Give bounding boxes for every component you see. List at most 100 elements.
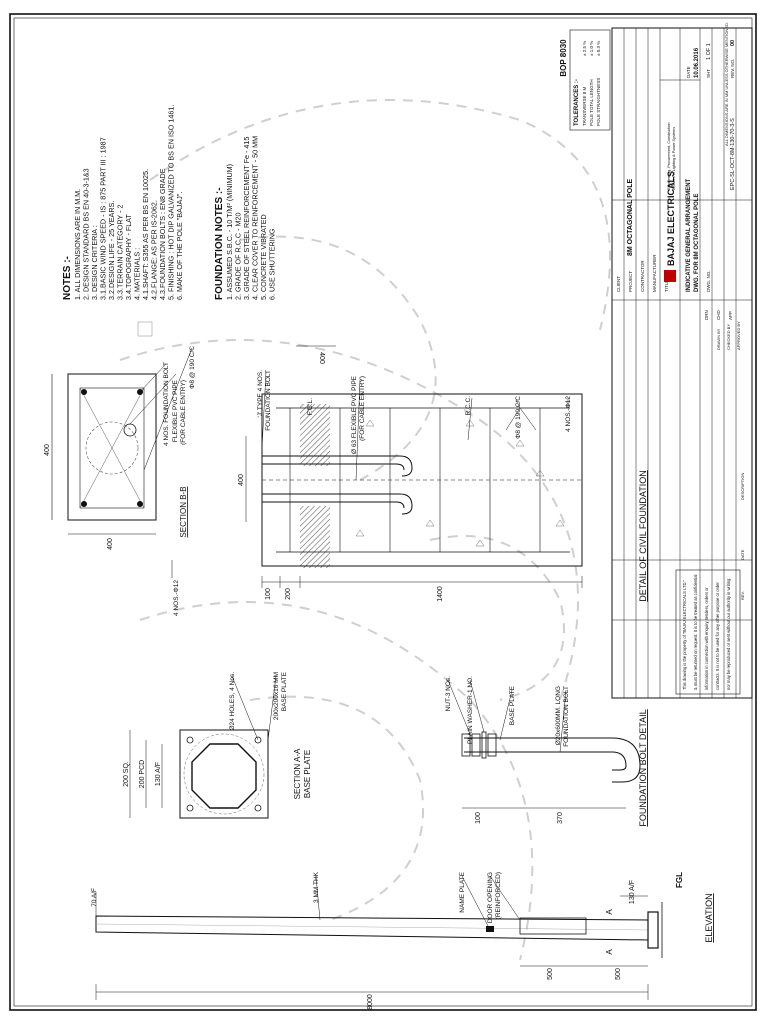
- watermark: [119, 99, 611, 961]
- civil-title: DETAIL OF CIVIL FOUNDATION: [638, 470, 648, 602]
- foundation-note-line: 4. CLEAR COVER TO REINFORCEMENT - 50 MM: [251, 136, 260, 300]
- base-title-1: SECTION A-A: [293, 748, 302, 799]
- bolt-dim-100: 100: [475, 812, 482, 824]
- outer-border: [9, 13, 757, 1011]
- civil-stirrup: Φ8 @ 190 C/C: [515, 396, 522, 439]
- notes-block: NOTES :-: [62, 256, 73, 300]
- notes-line: 4.1.SHAFT: S355 AS PER BS EN 10025.: [141, 169, 150, 300]
- elev-dim-8000: 8000: [367, 994, 374, 1010]
- section-bb-dim-v: 400: [44, 444, 51, 456]
- elev-name-plate: NAME PLATE: [459, 871, 466, 912]
- notes-line: 5. FINISHING : HOT DIP GALVANIZED TO BS …: [167, 105, 176, 300]
- section-bb-bolt-label: 4 NOS. FOUNDATION BOLT: [163, 362, 170, 446]
- elev-sec-a-top: A: [605, 909, 614, 915]
- notes-line: 4.2.FLANGE: AS PER IS-2062.: [150, 200, 159, 300]
- civil-dim-1400: 1400: [437, 586, 444, 602]
- notes-line: 2. DESIGN STANDARD BS EN 40-3-1&3: [82, 168, 91, 300]
- project-value: 8M OCTAGONAL POLE: [627, 179, 634, 256]
- washer: [481, 731, 487, 759]
- bolt-dim-370: 370: [557, 812, 564, 824]
- base-flange: [647, 911, 659, 949]
- tolerance-value: ± 1.0 %: [589, 41, 594, 56]
- foundation-note-line: 3. GRADE OF STEEL REINFORCEMENT Fe - 415: [242, 137, 251, 300]
- top-note: ALL DIMENSIONS ARE IN MM UNLESS OTHERWIS…: [724, 22, 729, 146]
- foundation-note-line: 2. GRADE OF R.C.C - M20: [234, 213, 243, 300]
- rev-no-value: 00: [730, 40, 736, 46]
- section-bb-outline: [67, 373, 157, 521]
- dwg-no-label: DWG. NO.: [706, 271, 711, 293]
- bolt-nut: NUT-3 NOs.: [445, 676, 452, 712]
- dwg-no-value: EPC-SL-OCT-8M-130-70-3-S: [730, 118, 736, 190]
- tolerance-label: POLE STRAIGHTNESS: [596, 78, 601, 126]
- nut-3: [487, 733, 497, 757]
- octagon-shaft: [191, 743, 257, 809]
- pvc-pipe-circle: [123, 423, 137, 437]
- notes-line: 4. MATERIALS :: [133, 248, 142, 300]
- bajaj-logo: BAJAJ ELECTRICALS Engineering, Procureme…: [664, 122, 676, 282]
- civil-bars: 4 NOS.-Φ12: [565, 396, 572, 432]
- door-opening: [519, 917, 587, 935]
- bolt-title: FOUNDATION BOLT DETAIL: [638, 709, 648, 826]
- bolt-washer: PLAIN WASHER-1 NO.: [467, 676, 474, 744]
- elev-thk: 3 MM THK: [313, 871, 320, 903]
- client-label: CLIENT: [616, 276, 621, 292]
- civil-dim-100: 100: [265, 588, 272, 600]
- name-plate-mark: [486, 926, 494, 932]
- foundation-notes-lines: 1. ASSUMED S.B.C. - 10 T/M² (MINIMUM)2. …: [225, 136, 277, 300]
- civil-rcc: R.C.C.: [465, 396, 472, 416]
- section-bb-dim-h: 400: [107, 538, 114, 550]
- elev-door-1: DOOR OPENING: [487, 872, 494, 923]
- company-name: BAJAJ ELECTRICALS: [666, 171, 676, 266]
- base-plate-2: BASE PLATE: [281, 671, 288, 711]
- foundation-notes-heading: FOUNDATION NOTES :-: [214, 187, 225, 300]
- elev-door-2: (REINFORCED): [495, 872, 502, 919]
- notes-heading: NOTES :-: [62, 256, 73, 300]
- civil-dim-200: 200: [285, 588, 292, 600]
- notes-line: 6. MAKE OF THE POLE "BAJAJ".: [175, 192, 184, 300]
- tolerance-label: TRANSVERSE 8 M: [582, 86, 587, 126]
- title-line-1: INDICATIVE GENERAL ARRANGEMENT: [686, 178, 692, 292]
- manufacturer-label: MANUFACTURER: [652, 254, 657, 292]
- contractor-label: CONTRACTOR: [640, 260, 645, 292]
- civil-j-bolt-2: FOUNDATION BOLT: [265, 370, 272, 431]
- base-dim-pcd: 200 PCD: [139, 760, 146, 788]
- foundation-note-line: 6. USE SHUTTERING: [268, 228, 277, 300]
- section-bb-pipe-label-2: (FOR CABLE ENTRY): [180, 380, 187, 445]
- project-label: PROJECT: [628, 271, 633, 292]
- date-label: DATE: [686, 66, 691, 78]
- bolt-spec-2: FOUNDATION BOLT: [563, 686, 570, 747]
- drawn-label: DRAWN BY: [716, 328, 721, 350]
- notes-line: 3.4.TOPOGRAPHY - FLAT: [124, 214, 133, 300]
- base-dim-af: 130 A/F: [155, 762, 162, 786]
- nut-2: [471, 733, 481, 757]
- elev-bottom-af: 130 A/F: [629, 880, 636, 904]
- notes-line: 1. ALL DIMENSIONS ARE IN M.M.: [73, 189, 82, 300]
- tolerances-head: TOLERANCES :-: [574, 79, 580, 126]
- copyright-line: information in connection with enquiry, …: [704, 587, 709, 690]
- civil-fgl: F.G.L.: [307, 398, 314, 416]
- sheet-value: 1 OF 1: [706, 43, 712, 60]
- foundation-note-line: 5. CONCRETE VIBRATED: [259, 214, 268, 300]
- bolt-spec-1: Ø20x600MM. LONG: [555, 686, 562, 745]
- base-plate-section: 200 SQ. 200 PCD 130 A/F Ø24 HOLES, 4 Nos…: [123, 671, 312, 819]
- foundation-notes-block: FOUNDATION NOTES :-: [214, 187, 225, 300]
- notes-line: 3.3.TERRAIN CATEGORY - 2: [116, 205, 125, 300]
- elev-fgl: FGL: [675, 872, 684, 888]
- elev-title: ELEVATION: [704, 893, 714, 942]
- section-bb-title: SECTION B-B: [179, 486, 188, 537]
- section-bb: 400 400 4 NOS. FOUNDATION BOLT FLEXIBLE …: [44, 321, 196, 616]
- company-tagline-2: Leaders in Lighting & Power Systems: [672, 127, 676, 190]
- notes-line: 3. DESIGN CRITERIA :: [90, 225, 99, 300]
- base-title-2: BASE PLATE: [303, 750, 312, 798]
- civil-pipe-1: Ø 63 FLEXIBLE PVC PIPE: [351, 375, 358, 454]
- foundation-bolt-detail: NUT-3 NOs. PLAIN WASHER-1 NO. BASE PLATE…: [445, 676, 648, 827]
- foundation-note-line: 1. ASSUMED S.B.C. - 10 T/M² (MINIMUM): [225, 164, 234, 300]
- civil-dim-400-top: 400: [318, 352, 325, 364]
- sheet-label: SHT: [706, 69, 711, 78]
- elevation: 8000 500 500 70 A/F 3 MM THK NAME PLATE …: [91, 871, 714, 1009]
- title-label: TITLE: [664, 280, 669, 292]
- drawing-no: BOP 8030: [559, 39, 568, 77]
- pole-shaft: [95, 915, 649, 941]
